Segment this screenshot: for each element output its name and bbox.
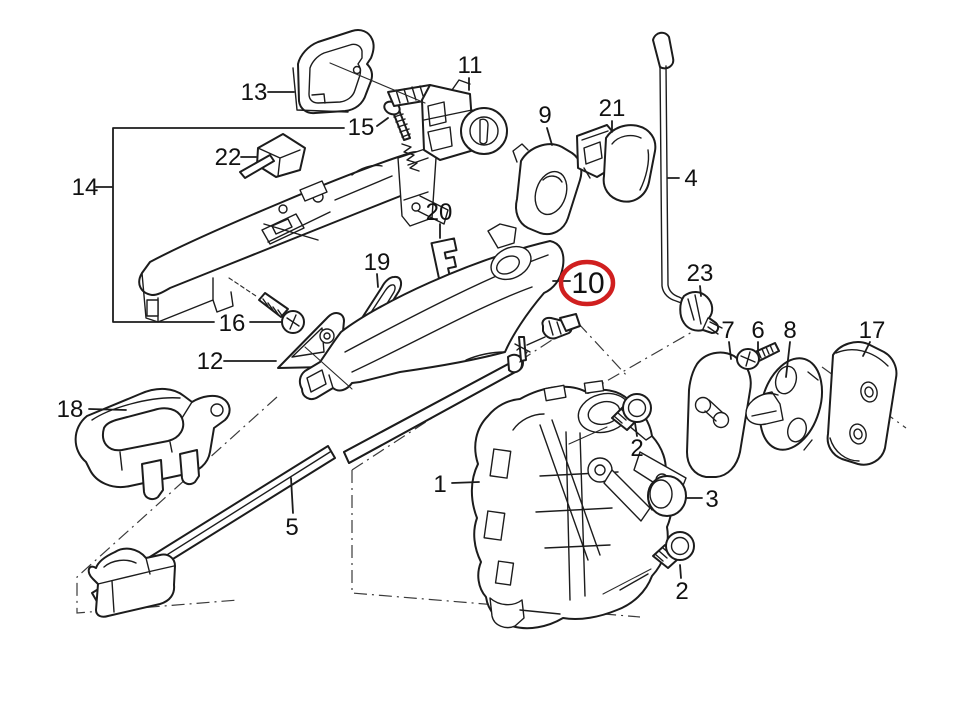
callout-15: 15: [348, 114, 375, 141]
callout-14: 14: [72, 174, 99, 201]
part-4-lock-rod: [652, 31, 686, 305]
callout-7: 7: [721, 317, 734, 344]
callout-19: 19: [364, 249, 391, 276]
rail-end-clamp: [87, 547, 176, 618]
part-14-bracket: [112, 127, 345, 323]
part-7-striker-cover: [686, 351, 752, 478]
callout-6: 6: [751, 317, 764, 344]
handle-cable: [343, 313, 581, 464]
callout-8: 8: [783, 317, 796, 344]
part-2-screw-top: [568, 393, 652, 445]
part-14-carrier-frame: [138, 147, 449, 323]
callout-18: 18: [57, 396, 84, 423]
part-15-screw: [383, 100, 420, 172]
callout-21: 21: [599, 95, 626, 122]
part-13-gasket: [292, 29, 375, 115]
part-9-handle-cap: [512, 143, 583, 236]
callout-10-highlighted: 10: [571, 267, 604, 300]
part-17-shim-plate: [826, 341, 898, 466]
part-22-clip: [239, 133, 306, 179]
callout-17: 17: [859, 317, 886, 344]
callout-2-bottom: 2: [675, 578, 688, 605]
callout-4: 4: [684, 165, 697, 192]
callout-16: 16: [219, 310, 246, 337]
callout-22: 22: [215, 144, 242, 171]
callout-1: 1: [433, 471, 446, 498]
part-11-lock-cylinder: [387, 79, 508, 161]
part-10-exterior-handle: [298, 223, 565, 400]
callout-11: 11: [458, 52, 483, 79]
callout-5: 5: [285, 514, 298, 541]
callout-20: 20: [426, 199, 453, 226]
part-16-screw: [258, 292, 305, 334]
part-8-striker: [745, 357, 823, 451]
callout-3: 3: [705, 486, 718, 513]
part-2-screw-bottom: [602, 531, 695, 595]
part-18-interior-handle: [74, 388, 231, 501]
part-6-screw: [736, 342, 780, 370]
callout-23: 23: [687, 260, 714, 287]
callout-2-top: 2: [630, 435, 643, 462]
spring-coil: [401, 143, 420, 172]
callout-12: 12: [197, 348, 224, 375]
leader-lines: [88, 62, 871, 579]
highlight-circle-part-10: [558, 259, 616, 307]
callout-13: 13: [241, 79, 268, 106]
callout-labels: 13 14 22 15 11 9 21 4 20 19 23 16 12 18 …: [57, 52, 886, 605]
callout-9: 9: [538, 102, 551, 129]
part-23-rod-connector: [679, 291, 723, 335]
part-21-handle-cap: [576, 124, 657, 203]
part-3-grommet: [647, 475, 687, 517]
keyhole-slot: [479, 118, 489, 145]
